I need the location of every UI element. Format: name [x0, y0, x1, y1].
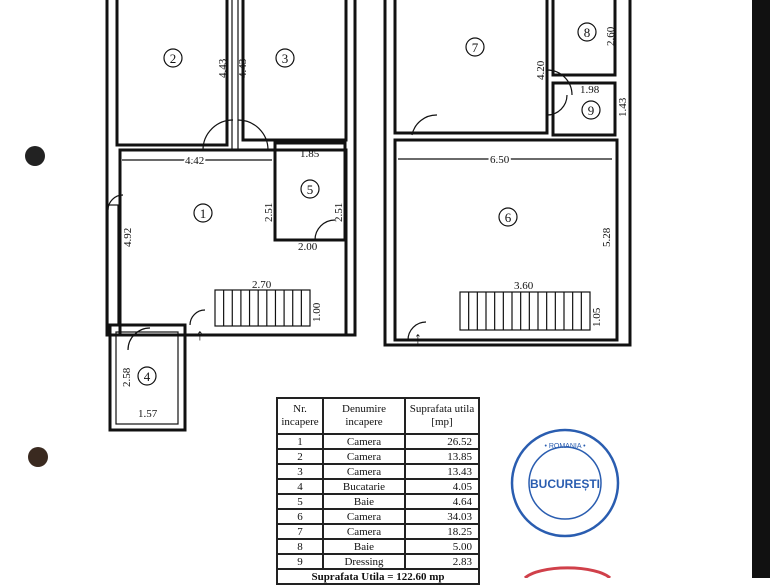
room-nr: 3	[276, 463, 324, 480]
dimension: 4.92	[122, 228, 134, 247]
dimension: 5.28	[601, 227, 613, 247]
room-area: 26.52	[404, 433, 480, 450]
staircase-right	[459, 291, 591, 331]
room-number: 6	[505, 210, 512, 225]
room-area: 34.03	[404, 508, 480, 525]
room-name: Dressing	[322, 553, 406, 570]
staircase-left	[214, 289, 311, 327]
official-stamp: BUCUREȘTI • ROMANIA •	[510, 428, 620, 538]
entrance-arrow-icon: ↑	[414, 330, 422, 347]
dimension: 3.60	[514, 280, 534, 292]
room-nr: 8	[276, 538, 324, 555]
room-number: 7	[472, 40, 479, 55]
binder-hole	[28, 447, 48, 467]
room-area: 4.64	[404, 493, 480, 510]
dimension: 2.70	[252, 279, 272, 291]
room-area: 13.85	[404, 448, 480, 465]
dimension: 1.00	[311, 302, 323, 322]
room-number: 5	[307, 182, 314, 197]
room-number: 3	[282, 51, 289, 66]
entrance-arrow-icon: ↑	[196, 327, 204, 344]
room-number: 2	[170, 51, 177, 66]
dimension: 2.51	[333, 203, 345, 222]
binder-hole	[25, 146, 45, 166]
left-unit-walls: ↑	[105, 0, 357, 432]
room-name: Camera	[322, 448, 406, 465]
room-name: Baie	[322, 538, 406, 555]
dimension: 1.43	[617, 97, 629, 117]
room-name: Camera	[322, 523, 406, 540]
room-nr: 4	[276, 478, 324, 495]
header-area: Suprafata utila [mp]	[404, 397, 480, 435]
room-area: 13.43	[404, 463, 480, 480]
dimension: 1.05	[591, 307, 603, 327]
header-name: Denumire incapere	[322, 397, 406, 435]
dimension: 4.43	[237, 58, 249, 78]
scan-edge	[752, 0, 770, 578]
room-number: 4	[144, 369, 151, 384]
dimension: 2.00	[298, 241, 318, 253]
dimension-labels: 4.43 4.43 4.42 1.85 2.51 2.51 2.00 4.92 …	[121, 26, 629, 420]
dimension: 4.20	[535, 60, 547, 80]
header-nr: Nr. incapere	[276, 397, 324, 435]
dimension: 4.42	[185, 155, 204, 167]
room-area: 2.83	[404, 553, 480, 570]
room-area: 4.05	[404, 478, 480, 495]
dimension: 1.85	[300, 148, 320, 160]
room-name: Camera	[322, 433, 406, 450]
dimension: 2.60	[605, 26, 617, 46]
room-nr: 2	[276, 448, 324, 465]
room-name: Bucatarie	[322, 478, 406, 495]
dimension: 1.98	[580, 84, 600, 96]
room-number: 1	[200, 206, 207, 221]
room-labels: 2 3 1 5 4 7 8 9 6	[137, 22, 601, 386]
room-area: 5.00	[404, 538, 480, 555]
room-nr: 9	[276, 553, 324, 570]
svg-text:• ROMANIA •: • ROMANIA •	[544, 443, 586, 450]
room-name: Camera	[322, 463, 406, 480]
room-nr: 6	[276, 508, 324, 525]
dimension: 2.51	[263, 203, 275, 222]
room-nr: 1	[276, 433, 324, 450]
dimension: 4.43	[217, 58, 229, 78]
room-name: Baie	[322, 493, 406, 510]
right-unit-walls: ↑	[383, 0, 632, 347]
dimension: 2.58	[121, 367, 133, 387]
room-name: Camera	[322, 508, 406, 525]
room-nr: 5	[276, 493, 324, 510]
dimension: 6.50	[490, 154, 510, 166]
room-number: 9	[588, 103, 595, 118]
total-area: Suprafata Utila = 122.60 mp	[276, 568, 480, 585]
svg-text:BUCUREȘTI: BUCUREȘTI	[530, 477, 600, 491]
room-number: 8	[584, 25, 591, 40]
room-nr: 7	[276, 523, 324, 540]
room-area: 18.25	[404, 523, 480, 540]
dimension: 1.57	[138, 408, 158, 420]
red-stamp	[523, 566, 612, 578]
